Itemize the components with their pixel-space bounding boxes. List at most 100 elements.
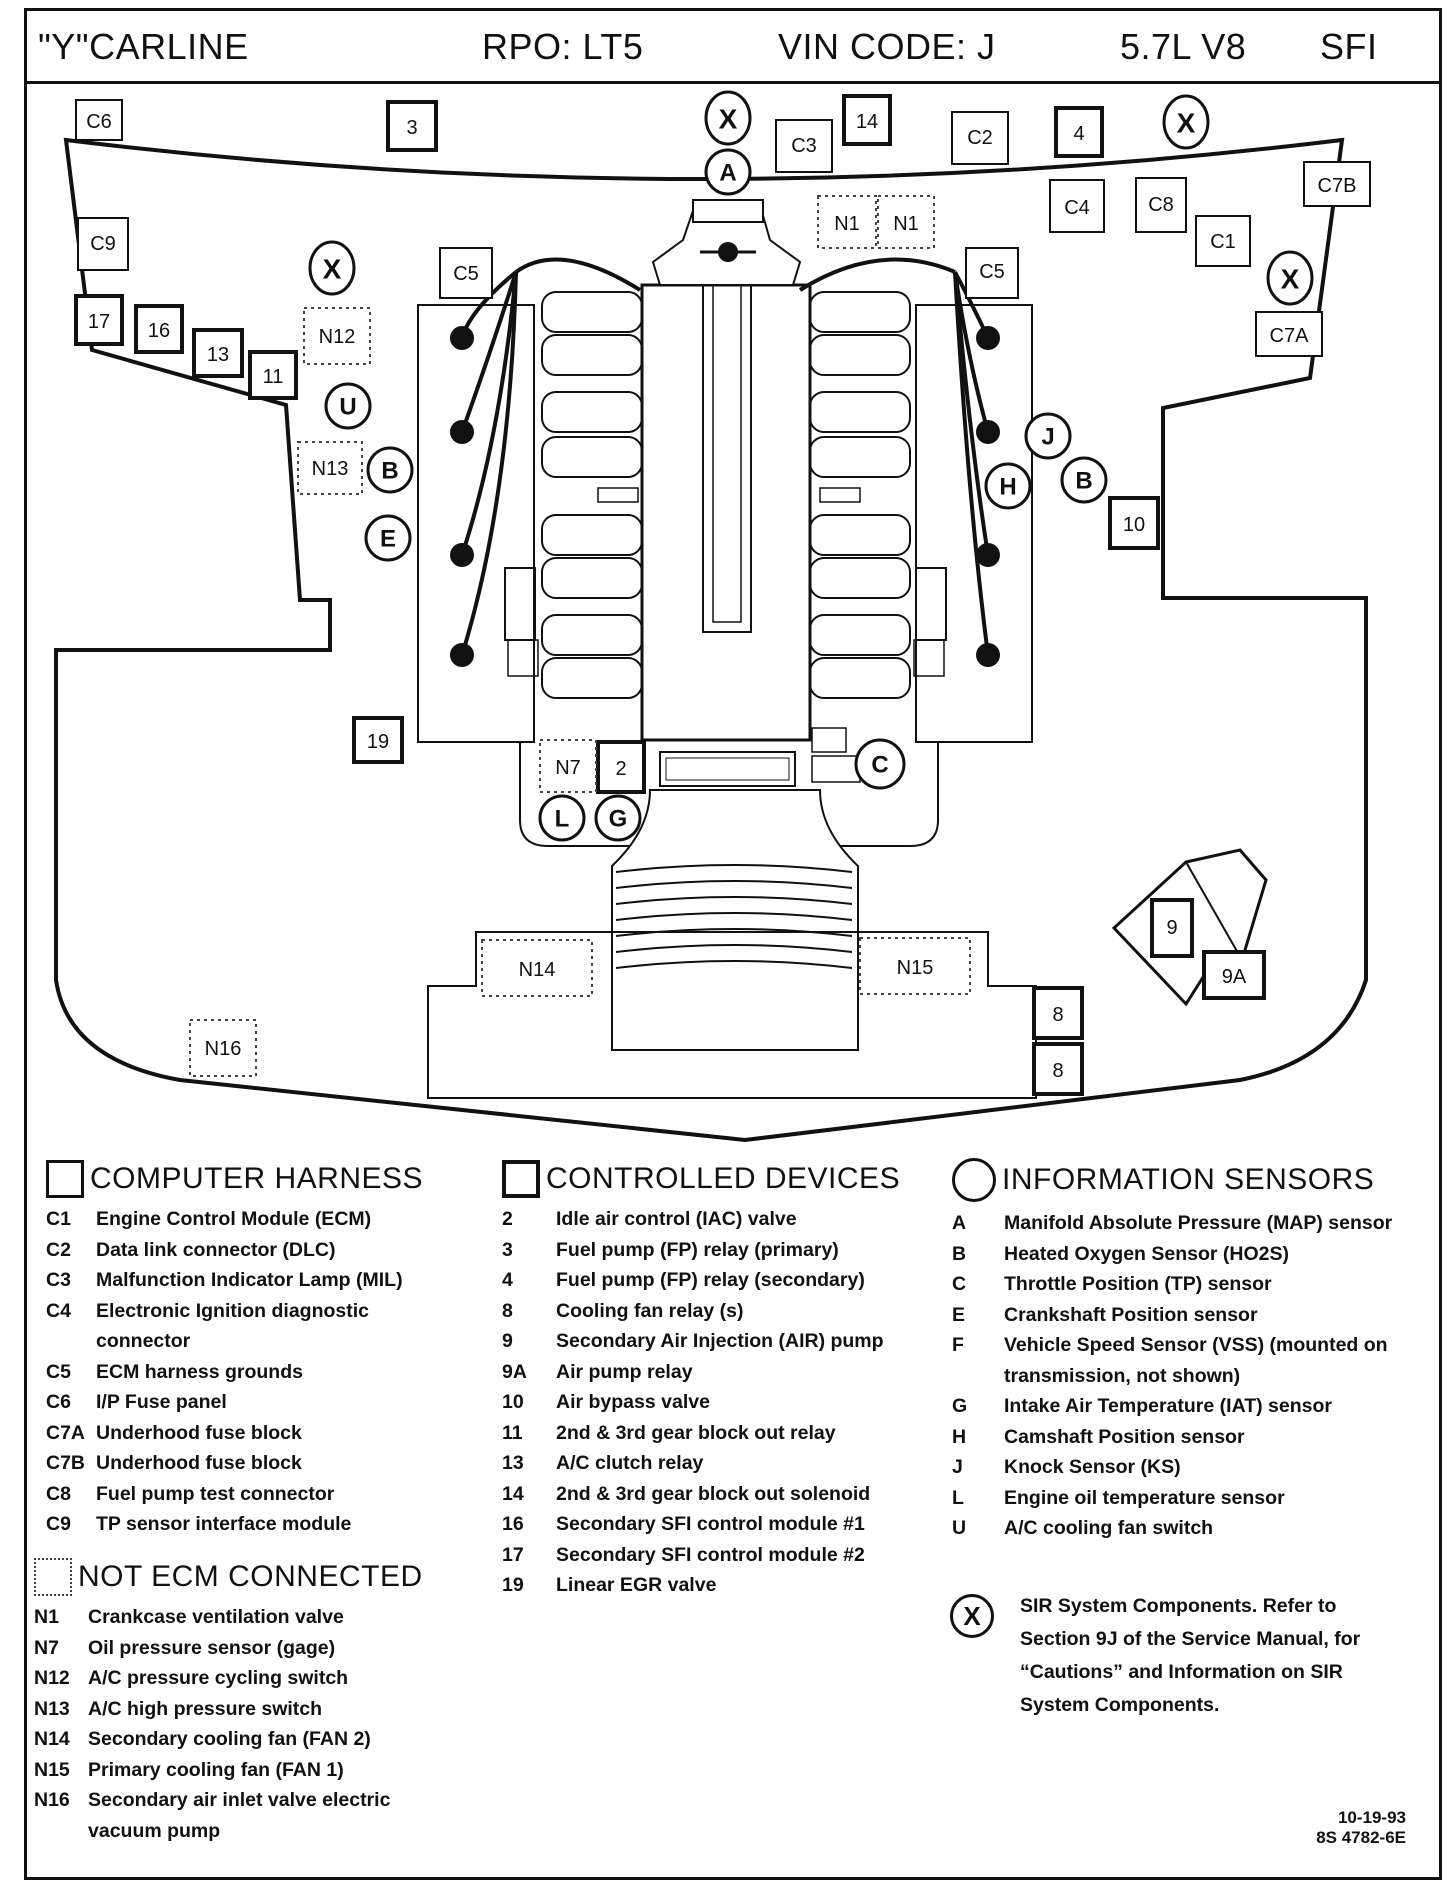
label-device-8a: 8 bbox=[1052, 1004, 1063, 1026]
circle-symbol bbox=[952, 1158, 996, 1202]
label-c8: C8 bbox=[1148, 194, 1174, 216]
label-c1: C1 bbox=[1210, 231, 1236, 253]
label-c6: C6 bbox=[86, 111, 112, 133]
legend-item-description: A/C pressure cycling switch bbox=[88, 1667, 349, 1689]
header: "Y"CARLINE RPO: LT5 VIN CODE: J 5.7L V8 … bbox=[24, 8, 1442, 84]
legend-item-description: A/C high pressure switch bbox=[88, 1697, 323, 1720]
label-sensor-j: J bbox=[1041, 424, 1054, 451]
legend-item-code: N13 bbox=[34, 1697, 70, 1720]
legend-item-code: N12 bbox=[34, 1667, 70, 1689]
legend-item-description: Secondary SFI control module #2 bbox=[556, 1543, 865, 1566]
document-number: 10-19-93 8S 4782-6E bbox=[1316, 1808, 1406, 1848]
sensor-a-circle bbox=[704, 148, 752, 196]
label-device-8b: 8 bbox=[1052, 1060, 1063, 1082]
legend-item-description: Intake Air Temperature (IAT) sensor bbox=[1004, 1395, 1332, 1417]
legend-item-code: 17 bbox=[502, 1543, 524, 1566]
label-c9: C9 bbox=[90, 233, 116, 255]
legend-item-description: Malfunction Indicator Lamp (MIL) bbox=[96, 1269, 403, 1291]
sensor-l-circle bbox=[538, 794, 586, 842]
label-n1-left: N1 bbox=[834, 213, 860, 235]
label-c7b: C7B bbox=[1318, 175, 1357, 197]
legend-item-description: Secondary air inlet valve electric vacuu… bbox=[88, 1789, 391, 1842]
c7a-box bbox=[1255, 311, 1323, 357]
legend-item-code: G bbox=[952, 1395, 968, 1417]
label-device-19: 19 bbox=[367, 731, 389, 753]
label-sensor-b-right: B bbox=[1075, 468, 1092, 495]
n1-right-box bbox=[877, 195, 935, 249]
label-n14: N14 bbox=[519, 959, 556, 981]
n13-box bbox=[297, 441, 363, 495]
legend-item: 2 Idle air control (IAC) valve bbox=[502, 1204, 922, 1235]
device-3-box bbox=[386, 100, 438, 152]
sir-x-circle-3 bbox=[308, 240, 356, 296]
c6-box bbox=[75, 99, 123, 141]
n12-box bbox=[303, 307, 371, 365]
label-sir-x-4: X bbox=[1281, 264, 1300, 295]
doc-part-number: 8S 4782-6E bbox=[1316, 1828, 1406, 1847]
label-c7a: C7A bbox=[1270, 325, 1310, 347]
c3-box bbox=[775, 119, 833, 173]
legend-item-code: 2 bbox=[502, 1208, 513, 1230]
device-13-box bbox=[192, 328, 244, 378]
legend-title: COMPUTER HARNESS bbox=[90, 1162, 424, 1195]
legend-item-description: A/C cooling fan switch bbox=[1004, 1517, 1214, 1539]
compartment-outline bbox=[54, 137, 1368, 1143]
label-device-4: 4 bbox=[1073, 123, 1084, 145]
label-device-9a: 9A bbox=[1222, 966, 1247, 988]
sir-x-circle-2 bbox=[1162, 94, 1210, 150]
sensor-h-circle bbox=[984, 462, 1032, 510]
legend-item-code: 10 bbox=[502, 1391, 524, 1413]
legend-item: 17 Secondary SFI control module #2 bbox=[502, 1540, 922, 1571]
legend-item-description: Primary cooling fan (FAN 1) bbox=[88, 1758, 344, 1781]
legend-controlled-devices: CONTROLLED DEVICES 2 Idle air control (IA… bbox=[502, 1160, 922, 1601]
c1-box bbox=[1195, 215, 1251, 267]
legend-item-code: C9 bbox=[46, 1513, 71, 1535]
legend-item-description: Camshaft Position sensor bbox=[1004, 1425, 1245, 1448]
n14-box bbox=[481, 939, 593, 997]
legend-item-code: N16 bbox=[34, 1789, 70, 1811]
legend-item: G Intake Air Temperature (IAT) sensor bbox=[952, 1391, 1402, 1422]
legend-item-description: Underhood fuse block bbox=[96, 1421, 302, 1444]
n1-left-box bbox=[817, 195, 877, 249]
legend-title: INFORMATION SENSORS bbox=[1002, 1163, 1375, 1196]
label-device-11: 11 bbox=[263, 366, 284, 388]
legend-item-description: Cooling fan relay (s) bbox=[556, 1299, 744, 1322]
legend-item-description: Crankcase ventilation valve bbox=[88, 1606, 344, 1628]
legend-item-code: C5 bbox=[46, 1360, 71, 1383]
dotted-square-symbol bbox=[34, 1558, 72, 1596]
legend-title: CONTROLLED DEVICES bbox=[546, 1162, 901, 1195]
bold-square-symbol bbox=[502, 1160, 540, 1198]
label-n12: N12 bbox=[319, 326, 356, 348]
sensor-g-circle bbox=[594, 794, 642, 842]
engine-label: 5.7L V8 bbox=[1120, 26, 1247, 67]
device-2-box bbox=[596, 740, 646, 794]
label-sensor-h: H bbox=[999, 474, 1016, 501]
legend-item-description: Idle air control (IAC) valve bbox=[556, 1208, 797, 1230]
legend-item-code: C3 bbox=[46, 1269, 71, 1291]
c7b-box bbox=[1303, 161, 1371, 207]
c8-box bbox=[1135, 177, 1187, 233]
legend-item-description: Vehicle Speed Sensor (VSS) (mounted on t… bbox=[1004, 1334, 1388, 1387]
legend-item-code: 4 bbox=[502, 1269, 513, 1291]
sir-x-circle-4 bbox=[1266, 250, 1314, 306]
label-sir-x-1: X bbox=[719, 104, 738, 135]
